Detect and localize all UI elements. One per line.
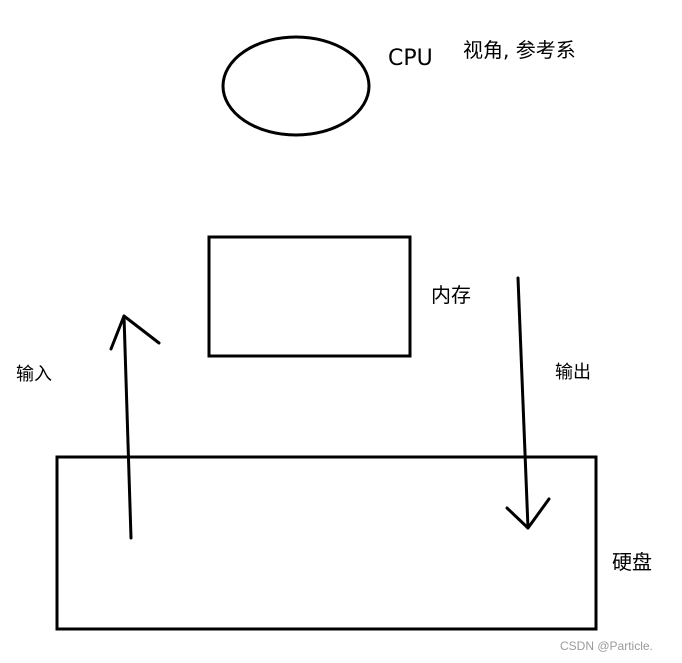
- memory-label: 内存: [431, 283, 471, 307]
- output-arrow: [505, 276, 551, 530]
- input-label: 输入: [16, 364, 52, 385]
- viewpoint-label: 视角, 参考系: [463, 38, 576, 62]
- cpu-label: CPU: [388, 46, 433, 71]
- input-arrow-head: [109, 314, 161, 351]
- watermark: CSDN @Particle.: [560, 639, 653, 653]
- disk-label: 硬盘: [612, 550, 652, 574]
- cpu-ellipse: [221, 35, 371, 137]
- output-label: 输出: [555, 362, 591, 383]
- input-arrow: [109, 314, 161, 540]
- memory-box: [207, 235, 412, 358]
- output-arrow-head: [505, 497, 551, 530]
- output-arrow-shaft: [516, 276, 530, 530]
- disk-box: [55, 455, 598, 631]
- input-arrow-shaft: [122, 314, 133, 540]
